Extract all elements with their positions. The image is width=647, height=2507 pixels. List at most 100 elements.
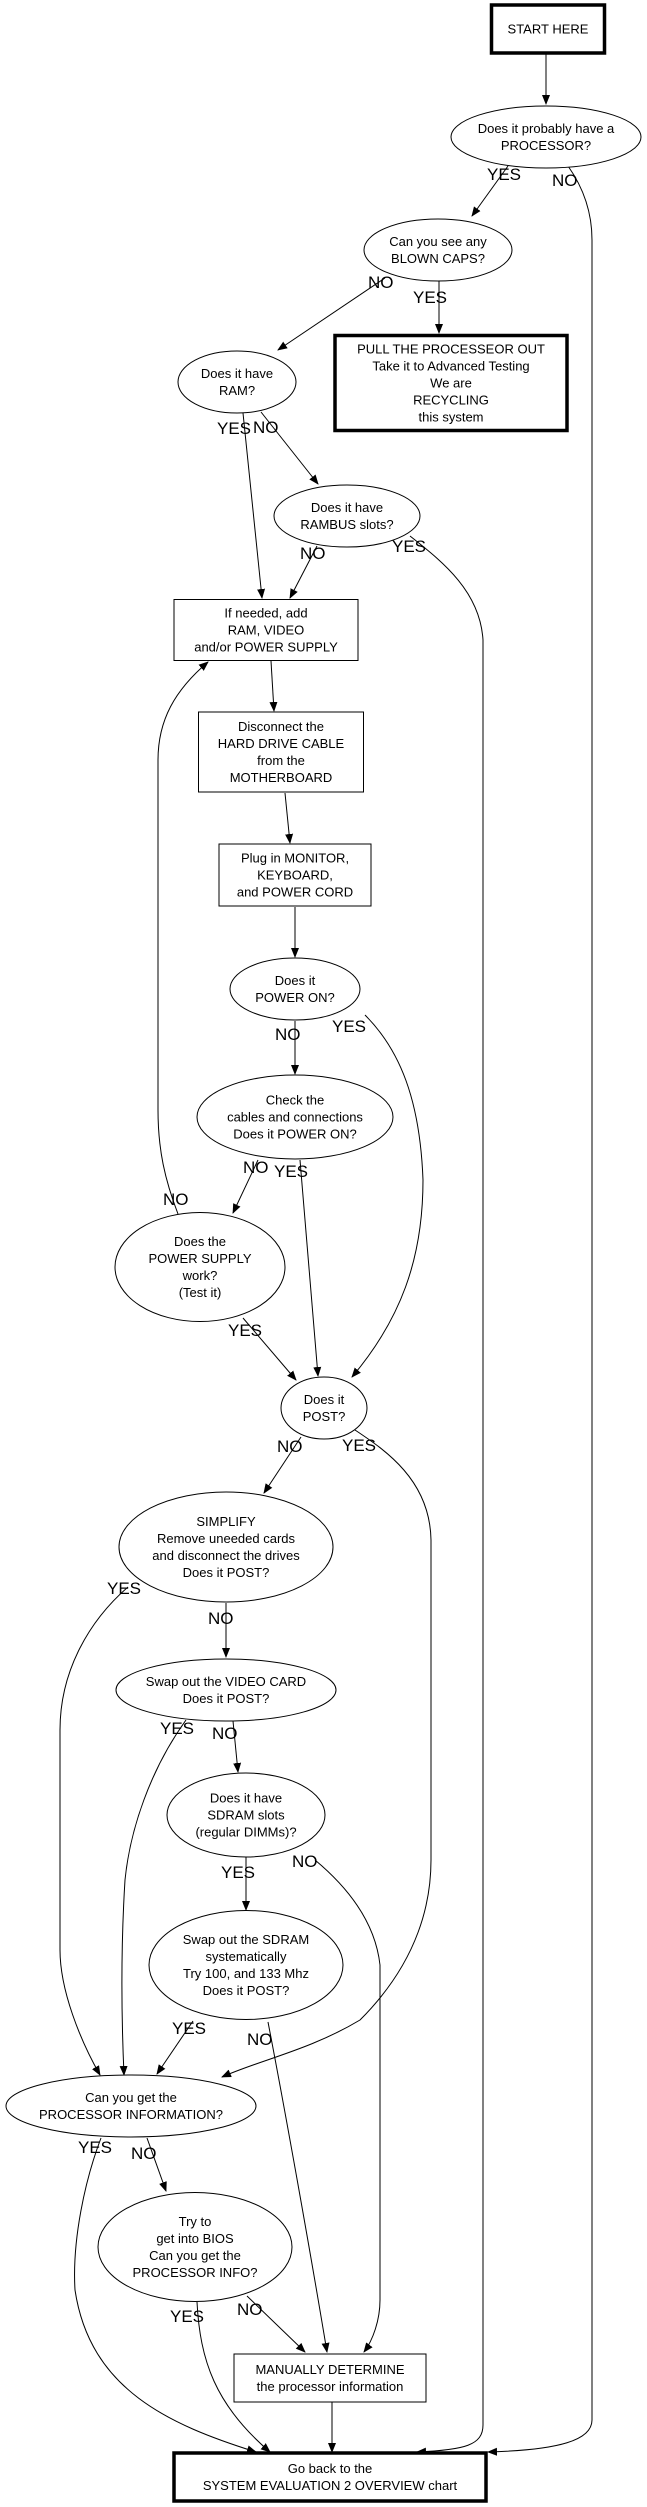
node-text-line: SIMPLIFY (196, 1514, 256, 1529)
node-text-line: POWER ON? (255, 990, 334, 1005)
edge-add_parts-to-disconnect_hd (269, 660, 278, 712)
edge-rambus-to-add_parts (289, 545, 318, 599)
edge-label-no: NO (237, 2300, 263, 2319)
edge-check_cables-to-post (299, 1159, 322, 1377)
decision-ellipse (114, 1212, 286, 1322)
edge-label-no: NO (131, 2144, 157, 2163)
edge-post-to-cpu_info (221, 1429, 432, 2078)
edge-post-to-simplify (263, 1436, 302, 1494)
node-text-line: Disconnect the (238, 719, 324, 734)
node-text-line: MOTHERBOARD (230, 770, 333, 785)
edge-label-no: NO (247, 2030, 273, 2049)
process-box (233, 2353, 427, 2403)
node-text-line: We are (430, 376, 472, 391)
node-text-line: Does it POST? (183, 1565, 270, 1580)
node-text-line: Can you see any (389, 234, 487, 249)
node-text-line: systematically (206, 1949, 287, 1964)
node-text-line: POST? (303, 1409, 346, 1424)
decision-ellipse (273, 484, 421, 548)
decision-ellipse (166, 1772, 326, 1858)
edge-bios-to-manual (246, 2295, 306, 2353)
edge-label-yes: YES (228, 1321, 262, 1340)
edge-swap_video-to-sdram_slots (232, 1720, 242, 1773)
decision-ellipse (229, 957, 361, 1021)
edge-has_ram-to-rambus (260, 411, 319, 485)
edge-label-no: NO (368, 273, 394, 292)
node-text-line: RAM, VIDEO (228, 623, 305, 638)
node-text-line: Go back to the (288, 2461, 373, 2476)
decision-ellipse (450, 105, 642, 169)
node-text-line: Remove uneeded cards (157, 1531, 296, 1546)
node-text-line: Swap out the VIDEO CARD (146, 1674, 306, 1689)
decision-ellipse (5, 2074, 257, 2138)
node-text-line: Does it POWER ON? (233, 1127, 357, 1142)
terminal-box (172, 2451, 488, 2503)
edge-label-no: NO (277, 1437, 303, 1456)
node-text-line: HARD DRIVE CABLE (218, 736, 345, 751)
edge-disconnect_hd-to-plug_in (284, 792, 294, 844)
edge-label-no: NO (208, 1609, 234, 1628)
node-text-line: Try to (179, 2214, 212, 2229)
edge-label-no: NO (243, 1158, 269, 1177)
edge-psu_test-to-add_parts (157, 661, 209, 1215)
node-text-line: this system (418, 410, 483, 425)
decision-ellipse (118, 1491, 334, 1603)
node-text-line: PROCESSOR INFORMATION? (39, 2107, 223, 2122)
edge-blown_caps-to-has_ram (277, 277, 386, 351)
edge-simplify-to-cpu_info (59, 1586, 129, 2076)
edge-label-yes: YES (172, 2019, 206, 2038)
terminal-box (489, 3, 607, 55)
decision-ellipse (148, 1910, 344, 2020)
node-text-line: Does the (174, 1234, 226, 1249)
process-box (173, 599, 359, 661)
edge-label-yes: YES (413, 288, 447, 307)
node-text-line: (Test it) (179, 1285, 222, 1300)
node-text-line: Does it POST? (203, 1983, 290, 1998)
edge-power_on-to-post (351, 1014, 424, 1378)
edge-label-yes: YES (332, 1017, 366, 1036)
node-start: START HERE (489, 3, 607, 55)
terminal-box (333, 333, 569, 433)
node-plug-in: Plug in MONITOR,KEYBOARD,and POWER CORD (218, 843, 372, 907)
edge-label-yes: YES (342, 1436, 376, 1455)
node-text-line: RECYCLING (413, 393, 489, 408)
node-text-line: Does it (275, 973, 316, 988)
decision-ellipse (363, 218, 513, 282)
edge-label-no: NO (253, 418, 279, 437)
decision-ellipse (280, 1376, 368, 1440)
process-box (218, 843, 372, 907)
process-box (198, 711, 364, 793)
node-text-line: START HERE (508, 22, 589, 37)
node-text-line: Check the (266, 1093, 325, 1108)
node-power-on: Does it POWER ON? (229, 957, 361, 1021)
node-text-line: and/or POWER SUPPLY (194, 640, 338, 655)
edge-bios-to-go_back (196, 2301, 271, 2453)
node-text-line: RAM? (219, 383, 255, 398)
node-text-line: KEYBOARD, (257, 868, 333, 883)
node-text-line: Does it have (210, 1791, 282, 1806)
edge-label-yes: YES (107, 1579, 141, 1598)
edge-label-yes: YES (221, 1863, 255, 1882)
node-text-line: SYSTEM EVALUATION 2 OVERVIEW chart (203, 2478, 458, 2493)
node-text-line: PULL THE PROCESSEOR OUT (357, 342, 545, 357)
edge-label-no: NO (552, 171, 578, 190)
node-text-line: Does it probably have a (478, 121, 615, 136)
node-text-line: the processor information (257, 2379, 404, 2394)
edge-label-yes: YES (274, 1162, 308, 1181)
node-text-line: Does it have (201, 366, 273, 381)
edge-has_cpu-to-blown_caps (471, 165, 509, 217)
edge-label-no: NO (300, 544, 326, 563)
